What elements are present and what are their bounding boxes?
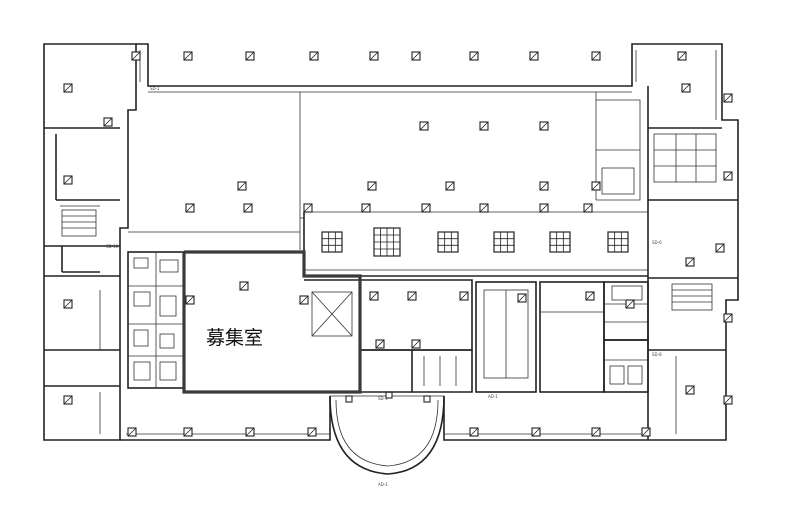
- column-49: [299, 295, 309, 305]
- column-41: [183, 427, 193, 437]
- column-52: [407, 291, 417, 301]
- column-18: [303, 203, 313, 213]
- column-47: [641, 427, 651, 437]
- column-24: [419, 121, 429, 131]
- left-door-label: SD-10: [106, 244, 119, 249]
- column-42: [245, 427, 255, 437]
- column-9: [131, 51, 141, 61]
- column-27: [63, 83, 73, 93]
- recruitment-room-label: 募集室: [206, 327, 263, 349]
- column-13: [445, 181, 455, 191]
- column-28: [63, 175, 73, 185]
- column-23: [583, 203, 593, 213]
- window-6: [607, 231, 629, 253]
- entry-label: AD-1: [378, 482, 388, 487]
- column-11: [237, 181, 247, 191]
- south-door-label: SD-1: [378, 396, 388, 401]
- column-25: [479, 121, 489, 131]
- column-12: [367, 181, 377, 191]
- recruitment-room: 募集室: [182, 250, 362, 394]
- annotations: SD-1 SD-1 SD-10 SD-6 SD-8 AD-1: [106, 86, 662, 401]
- column-5: [411, 51, 421, 61]
- column-51: [369, 291, 379, 301]
- column-16: [185, 203, 195, 213]
- column-36: [715, 243, 725, 253]
- north-door-label: SD-1: [150, 86, 160, 91]
- column-39: [685, 385, 695, 395]
- window-1: [321, 231, 343, 253]
- columns: [63, 51, 733, 437]
- column-7: [529, 51, 539, 61]
- column-8: [591, 51, 601, 61]
- column-44: [469, 427, 479, 437]
- column-48: [239, 281, 249, 291]
- window-3: [437, 231, 459, 253]
- column-33: [723, 93, 733, 103]
- interior-walls: [44, 86, 738, 440]
- column-56: [517, 293, 527, 303]
- window-2: [373, 227, 401, 257]
- column-53: [459, 291, 469, 301]
- window-4: [493, 231, 515, 253]
- column-43: [307, 427, 317, 437]
- windows: [321, 227, 629, 257]
- column-29: [103, 117, 113, 127]
- column-1: [183, 51, 193, 61]
- column-2: [245, 51, 255, 61]
- column-54: [375, 339, 385, 349]
- column-6: [469, 51, 479, 61]
- column-34: [723, 171, 733, 181]
- column-45: [531, 427, 541, 437]
- right-low-door-label: SD-8: [652, 352, 662, 357]
- column-55: [411, 339, 421, 349]
- column-19: [361, 203, 371, 213]
- column-38: [723, 395, 733, 405]
- column-35: [685, 257, 695, 267]
- column-46: [591, 427, 601, 437]
- right-door-label: SD-6: [652, 240, 662, 245]
- column-3: [309, 51, 319, 61]
- column-57: [585, 291, 595, 301]
- window-5: [549, 231, 571, 253]
- column-37: [723, 313, 733, 323]
- column-58: [625, 299, 635, 309]
- column-40: [127, 427, 137, 437]
- column-15: [591, 181, 601, 191]
- column-31: [63, 395, 73, 405]
- column-26: [539, 121, 549, 131]
- column-17: [243, 203, 253, 213]
- column-32: [681, 83, 691, 93]
- column-22: [539, 203, 549, 213]
- entrance-bay: AD-1: [329, 391, 445, 487]
- column-30: [63, 299, 73, 309]
- column-21: [479, 203, 489, 213]
- column-10: [677, 51, 687, 61]
- center-room-door-label: AD-1: [488, 394, 498, 399]
- column-20: [421, 203, 431, 213]
- column-14: [539, 181, 549, 191]
- column-50: [185, 295, 195, 305]
- column-4: [369, 51, 379, 61]
